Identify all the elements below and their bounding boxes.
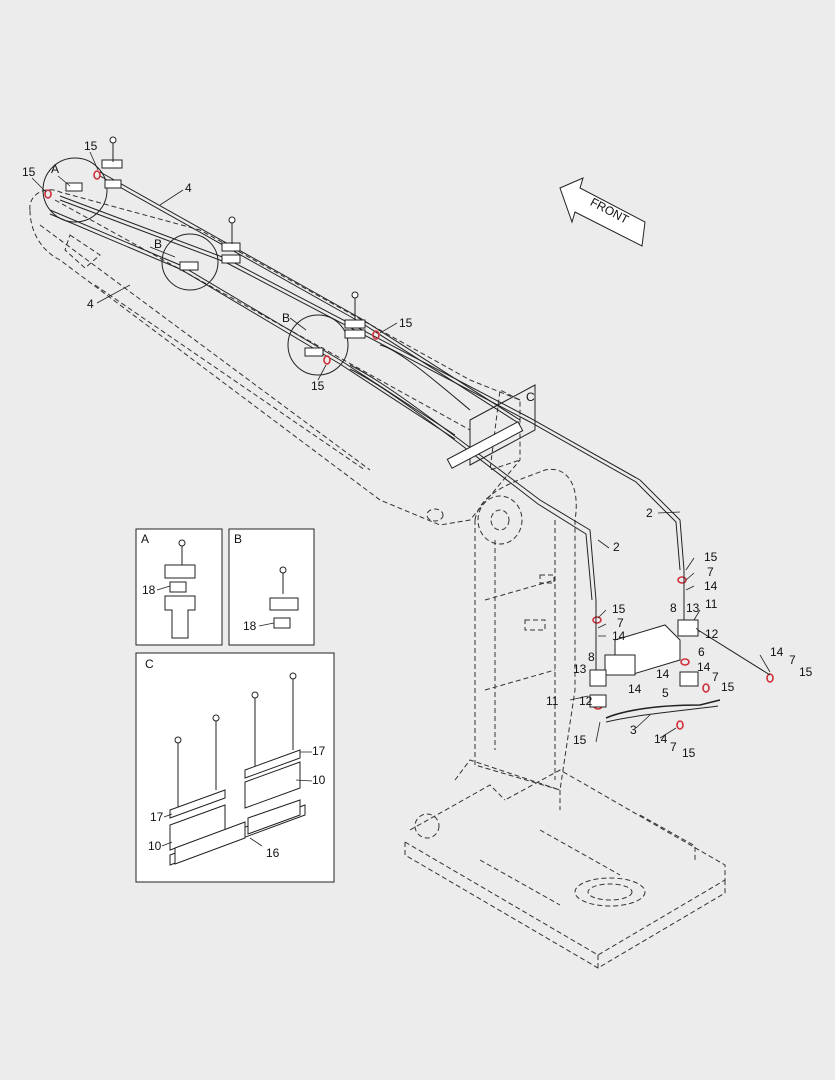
callout-2: 2 [646,506,653,520]
callout-4: 4 [185,181,192,195]
callout-5: 5 [662,686,669,700]
base-frame [404,769,726,969]
callout-8: 8 [588,650,595,664]
callout-7: 7 [670,740,677,754]
callout-11: 11 [705,597,718,611]
callout-7: 7 [712,670,719,684]
detail-box-c: C 17 10 17 10 16 [135,652,335,883]
leader-lines [31,151,771,743]
callout-15: 15 [84,139,98,153]
detail-box-a: A 18 [135,528,223,646]
clamp-plates [169,749,306,866]
callout-2: 2 [613,540,620,554]
callout-8: 8 [670,601,677,615]
boom-pedestal [454,468,577,810]
detail-circles [42,157,349,376]
callout-11: 11 [546,694,559,708]
callout-6: 6 [698,645,705,659]
callout-18: 18 [142,583,156,597]
callout-C: C [526,390,535,404]
callout-15: 15 [799,665,813,679]
boom-clamps [65,136,366,357]
detail-b-title: B [234,532,242,546]
callout-A: A [51,162,59,176]
callout-16: 16 [266,846,280,860]
callout-15: 15 [721,680,735,694]
callout-10: 10 [312,773,326,787]
callout-15: 15 [612,602,626,616]
callout-15: 15 [573,733,587,747]
callout-13: 13 [573,662,587,676]
callout-15: 15 [311,379,325,393]
bracket-c [446,384,536,469]
callout-17: 17 [312,744,326,758]
callout-14: 14 [770,645,784,659]
callout-13: 13 [686,601,700,615]
callout-15: 15 [682,746,696,760]
callout-7: 7 [707,565,714,579]
bolts [174,672,297,810]
callout-B: B [154,237,162,251]
detail-c-title: C [145,657,154,671]
callout-4: 4 [87,297,94,311]
callout-14: 14 [654,732,668,746]
callout-14: 14 [656,667,670,681]
callout-15: 15 [399,316,413,330]
callout-14: 14 [704,579,718,593]
callout-12: 12 [705,627,719,641]
callout-15: 15 [22,165,36,179]
callout-18: 18 [243,619,257,633]
callout-3: 3 [630,723,637,737]
front-arrow: FRONT [559,177,646,247]
boom-outline [29,189,521,526]
callout-17: 17 [150,810,164,824]
callout-14: 14 [697,660,711,674]
callout-B: B [282,311,290,325]
valve-block [589,570,771,723]
callout-12: 12 [579,694,593,708]
main-callouts: A 15 15 4 B 4 B 15 15 C 2 2 15 7 14 8 13… [22,139,813,760]
callout-7: 7 [617,616,624,630]
callout-15: 15 [704,550,718,564]
callout-14: 14 [628,682,642,696]
detail-a-title: A [141,532,149,546]
callout-10: 10 [148,839,162,853]
callout-7: 7 [789,653,796,667]
detail-box-b: B 18 [228,528,315,646]
callout-14: 14 [612,629,626,643]
